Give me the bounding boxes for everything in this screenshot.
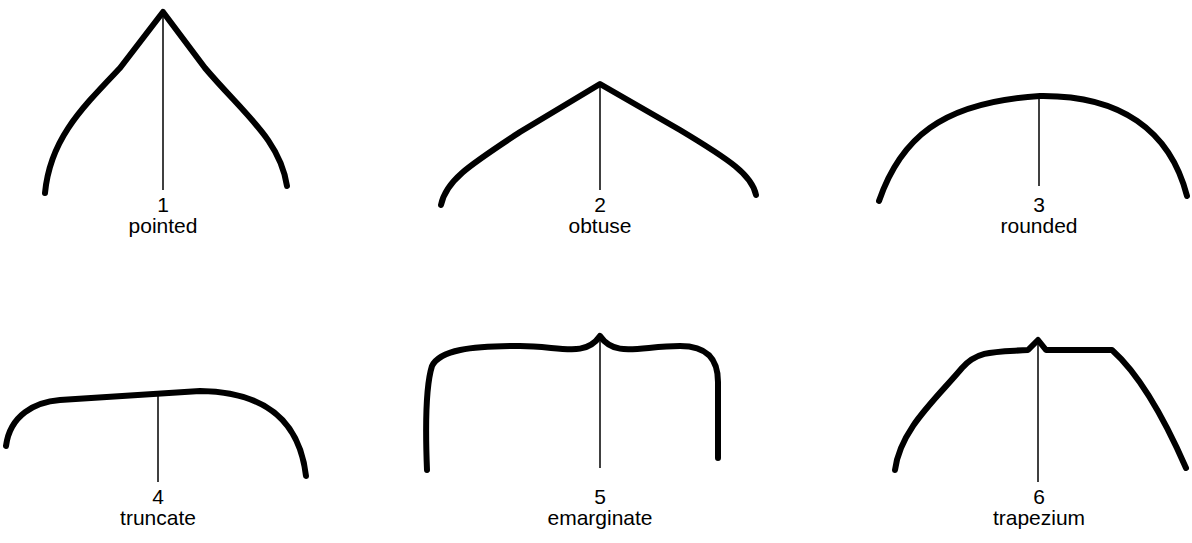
pointed-outline — [45, 12, 287, 193]
midline — [599, 84, 601, 190]
midline — [599, 336, 601, 468]
figure-number: 4 — [152, 486, 164, 507]
midline — [157, 391, 159, 482]
shape-name: rounded — [1000, 215, 1077, 236]
obtuse-outline — [441, 84, 756, 205]
shape-name: pointed — [129, 215, 198, 236]
shape-name: obtuse — [568, 215, 631, 236]
rounded-outline — [879, 96, 1187, 201]
figure-number: 2 — [594, 194, 606, 215]
midline — [162, 12, 164, 190]
midline — [1038, 96, 1040, 186]
truncate-outline — [6, 391, 306, 476]
emarginate-outline — [426, 336, 718, 470]
shape-name: trapezium — [993, 507, 1085, 528]
trapezium-outline — [895, 340, 1186, 470]
figure-number: 6 — [1033, 486, 1045, 507]
figure-number: 3 — [1033, 194, 1045, 215]
figure-number: 5 — [594, 486, 606, 507]
midline — [1037, 340, 1039, 482]
shape-name: truncate — [120, 507, 196, 528]
shape-name: emarginate — [547, 507, 652, 528]
figure-number: 1 — [157, 194, 169, 215]
